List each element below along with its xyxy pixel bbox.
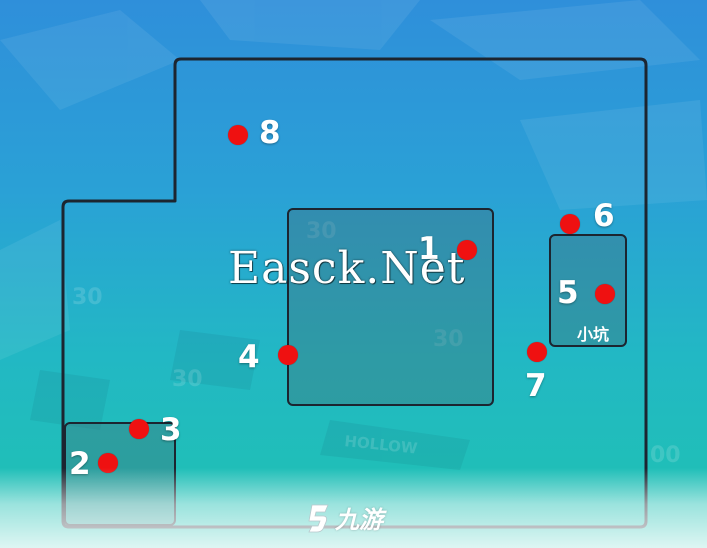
marker-3[interactable]	[129, 419, 149, 439]
logo-text: 九游	[335, 506, 383, 534]
nine-game-logo-icon	[308, 504, 329, 532]
watermark: Easck.Net	[228, 243, 466, 294]
bottom-fade	[0, 468, 707, 548]
svg-text:30: 30	[172, 367, 203, 392]
marker-5[interactable]	[595, 284, 615, 304]
center-zone	[287, 208, 494, 406]
marker-4[interactable]	[278, 345, 298, 365]
pit-zone	[549, 234, 627, 347]
svg-text:30: 30	[72, 285, 103, 310]
marker-6[interactable]	[560, 214, 580, 234]
marker-4-label: 4	[238, 339, 260, 375]
marker-3-label: 3	[160, 412, 182, 448]
svg-text:HOLLOW: HOLLOW	[344, 432, 419, 458]
nine-game-logo: 九游	[306, 500, 383, 535]
marker-7[interactable]	[527, 342, 547, 362]
svg-text:00: 00	[650, 443, 681, 468]
marker-8-label: 8	[259, 115, 281, 151]
marker-6-label: 6	[593, 198, 615, 234]
marker-1-label: 1	[418, 231, 440, 267]
marker-7-label: 7	[525, 368, 547, 404]
marker-1[interactable]	[457, 240, 477, 260]
marker-5-label: 5	[557, 275, 579, 311]
pit-label: 小坑	[577, 325, 610, 344]
marker-8[interactable]	[228, 125, 248, 145]
